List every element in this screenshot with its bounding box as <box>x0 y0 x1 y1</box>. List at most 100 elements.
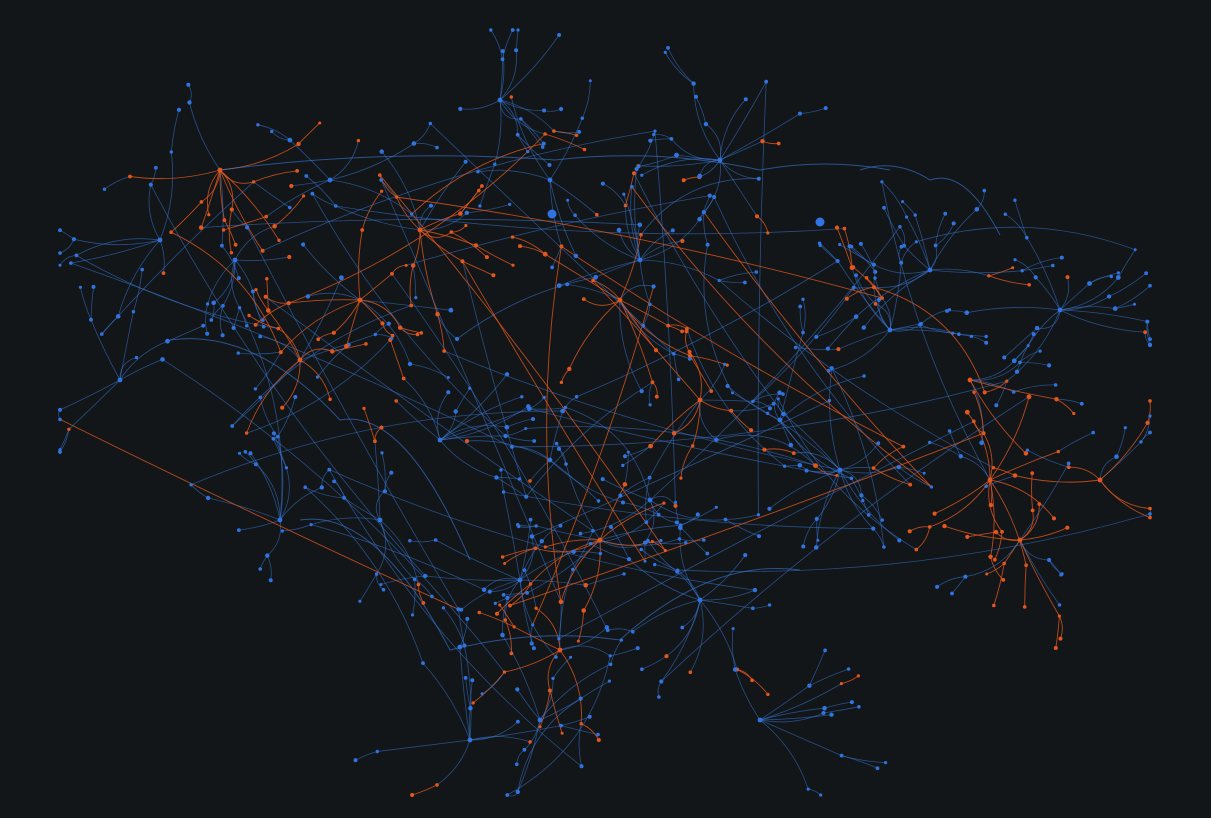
graph-node[interactable] <box>801 297 805 301</box>
graph-node[interactable] <box>286 301 291 306</box>
graph-node[interactable] <box>491 273 496 278</box>
graph-node[interactable] <box>694 94 698 99</box>
graph-node[interactable] <box>901 444 906 449</box>
graph-node[interactable] <box>334 204 338 208</box>
graph-node[interactable] <box>1144 271 1148 276</box>
graph-node[interactable] <box>648 138 653 143</box>
graph-node[interactable] <box>464 210 469 215</box>
graph-node[interactable] <box>876 441 881 446</box>
graph-node[interactable] <box>982 188 987 193</box>
graph-node[interactable] <box>974 207 980 212</box>
graph-node[interactable] <box>1057 614 1061 618</box>
graph-node[interactable] <box>856 674 861 678</box>
graph-node[interactable] <box>984 334 988 339</box>
graph-node[interactable] <box>560 408 566 414</box>
graph-node[interactable] <box>205 331 210 336</box>
graph-node[interactable] <box>574 133 579 137</box>
graph-node[interactable] <box>390 333 395 338</box>
graph-node[interactable] <box>771 401 776 406</box>
graph-node[interactable] <box>729 408 733 413</box>
graph-node[interactable] <box>435 145 439 150</box>
graph-node[interactable] <box>749 428 754 433</box>
graph-node[interactable] <box>251 180 256 184</box>
graph-node[interactable] <box>942 523 947 529</box>
graph-node[interactable] <box>663 50 667 55</box>
graph-node[interactable] <box>339 275 344 281</box>
graph-node[interactable] <box>516 28 520 32</box>
graph-node[interactable] <box>826 368 831 373</box>
graph-node[interactable] <box>411 141 417 146</box>
graph-node[interactable] <box>1051 263 1055 268</box>
graph-node[interactable] <box>504 372 510 377</box>
graph-node[interactable] <box>985 572 989 576</box>
graph-node[interactable] <box>1065 525 1070 530</box>
graph-node[interactable] <box>539 539 544 544</box>
graph-node[interactable] <box>423 573 428 579</box>
graph-node[interactable] <box>1148 515 1152 520</box>
graph-node[interactable] <box>751 606 755 611</box>
graph-node[interactable] <box>631 630 635 634</box>
graph-node[interactable] <box>556 446 562 451</box>
graph-node[interactable] <box>499 468 503 472</box>
graph-node[interactable] <box>695 512 700 517</box>
graph-node[interactable] <box>512 625 516 629</box>
graph-node[interactable] <box>672 352 676 356</box>
graph-node[interactable] <box>357 297 363 303</box>
graph-node[interactable] <box>806 787 810 791</box>
graph-node[interactable] <box>407 361 413 367</box>
graph-node[interactable] <box>988 502 994 508</box>
graph-node[interactable] <box>899 260 904 265</box>
graph-node[interactable] <box>825 346 831 351</box>
graph-node[interactable] <box>428 203 434 208</box>
graph-node[interactable] <box>410 793 415 797</box>
graph-node[interactable] <box>1011 266 1015 270</box>
graph-node[interactable] <box>551 676 555 681</box>
graph-node[interactable] <box>1031 332 1036 337</box>
graph-node[interactable] <box>756 513 761 517</box>
graph-node[interactable] <box>581 608 586 613</box>
graph-node[interactable] <box>247 313 251 318</box>
graph-node[interactable] <box>754 270 759 274</box>
graph-node[interactable] <box>315 375 320 379</box>
graph-node[interactable] <box>821 711 826 715</box>
graph-node[interactable] <box>245 324 249 328</box>
graph-node[interactable] <box>254 288 258 292</box>
graph-node[interactable] <box>253 323 258 327</box>
graph-node[interactable] <box>154 165 158 170</box>
graph-node[interactable] <box>731 627 735 631</box>
graph-node[interactable] <box>560 731 564 735</box>
graph-node[interactable] <box>1148 337 1152 341</box>
graph-node[interactable] <box>650 540 655 544</box>
graph-node[interactable] <box>651 284 656 289</box>
graph-node[interactable] <box>871 466 876 470</box>
graph-node[interactable] <box>626 450 630 454</box>
graph-node[interactable] <box>542 251 548 257</box>
graph-node[interactable] <box>220 243 224 248</box>
graph-node[interactable] <box>465 616 470 621</box>
graph-node[interactable] <box>777 390 782 396</box>
graph-node[interactable] <box>489 28 493 32</box>
graph-node[interactable] <box>394 399 399 403</box>
graph-node[interactable] <box>1030 508 1035 513</box>
graph-node[interactable] <box>327 467 332 472</box>
graph-node[interactable] <box>1053 646 1058 650</box>
graph-node[interactable] <box>1133 248 1137 252</box>
graph-node[interactable] <box>505 793 510 797</box>
graph-node[interactable] <box>814 516 819 522</box>
graph-node[interactable] <box>701 210 707 215</box>
graph-node[interactable] <box>764 79 769 84</box>
graph-node[interactable] <box>289 183 294 189</box>
graph-node[interactable] <box>284 466 288 470</box>
graph-node[interactable] <box>752 587 758 593</box>
graph-node-highlighted[interactable] <box>547 209 557 219</box>
graph-node[interactable] <box>596 738 601 742</box>
graph-node[interactable] <box>419 331 424 335</box>
graph-node[interactable] <box>480 184 484 188</box>
graph-node[interactable] <box>653 348 659 353</box>
graph-node[interactable] <box>498 603 502 607</box>
graph-node[interactable] <box>433 538 438 542</box>
graph-node[interactable] <box>751 399 755 404</box>
graph-node[interactable] <box>766 231 770 235</box>
graph-node[interactable] <box>922 471 926 475</box>
graph-node[interactable] <box>709 389 714 393</box>
